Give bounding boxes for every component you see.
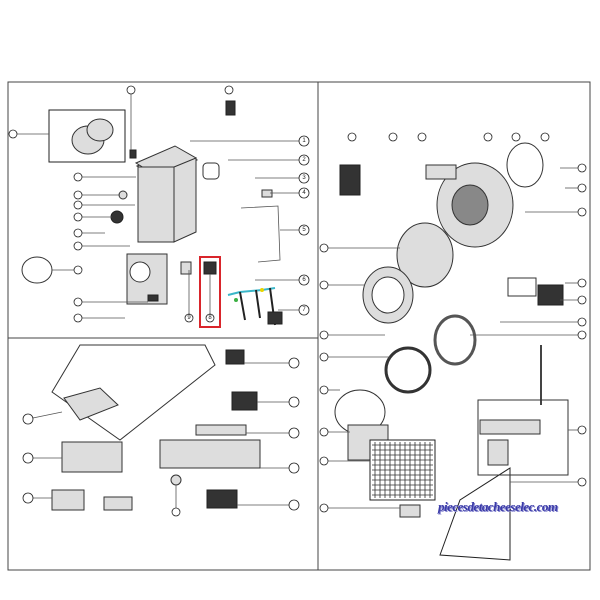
callout-5: 5 (302, 227, 306, 233)
highlighted-part (203, 261, 217, 275)
diagram-frame (7, 81, 591, 571)
callout-6: 6 (302, 277, 306, 283)
watermark-text: piecesdetacheeselec.com (438, 499, 558, 514)
highlighted-part-box (199, 256, 221, 328)
wiring-harness (227, 287, 283, 326)
cabinet (21, 145, 199, 305)
right-callouts (319, 132, 587, 513)
dispenser-assembly (22, 344, 300, 517)
callout-7: 7 (302, 307, 306, 313)
door-assembly (13, 109, 126, 163)
callout-1: 1 (302, 138, 306, 144)
small-parts (110, 100, 281, 302)
numbered-callouts: 1 2 3 4 5 6 7 8 9 (187, 135, 310, 321)
callout-2: 2 (302, 157, 306, 163)
callout-9: 9 (187, 315, 191, 321)
tub-drum-assembly (334, 142, 569, 561)
callout-3: 3 (302, 175, 306, 181)
callout-4: 4 (302, 190, 306, 196)
callouts (8, 85, 300, 323)
callout-8: 8 (208, 315, 212, 321)
